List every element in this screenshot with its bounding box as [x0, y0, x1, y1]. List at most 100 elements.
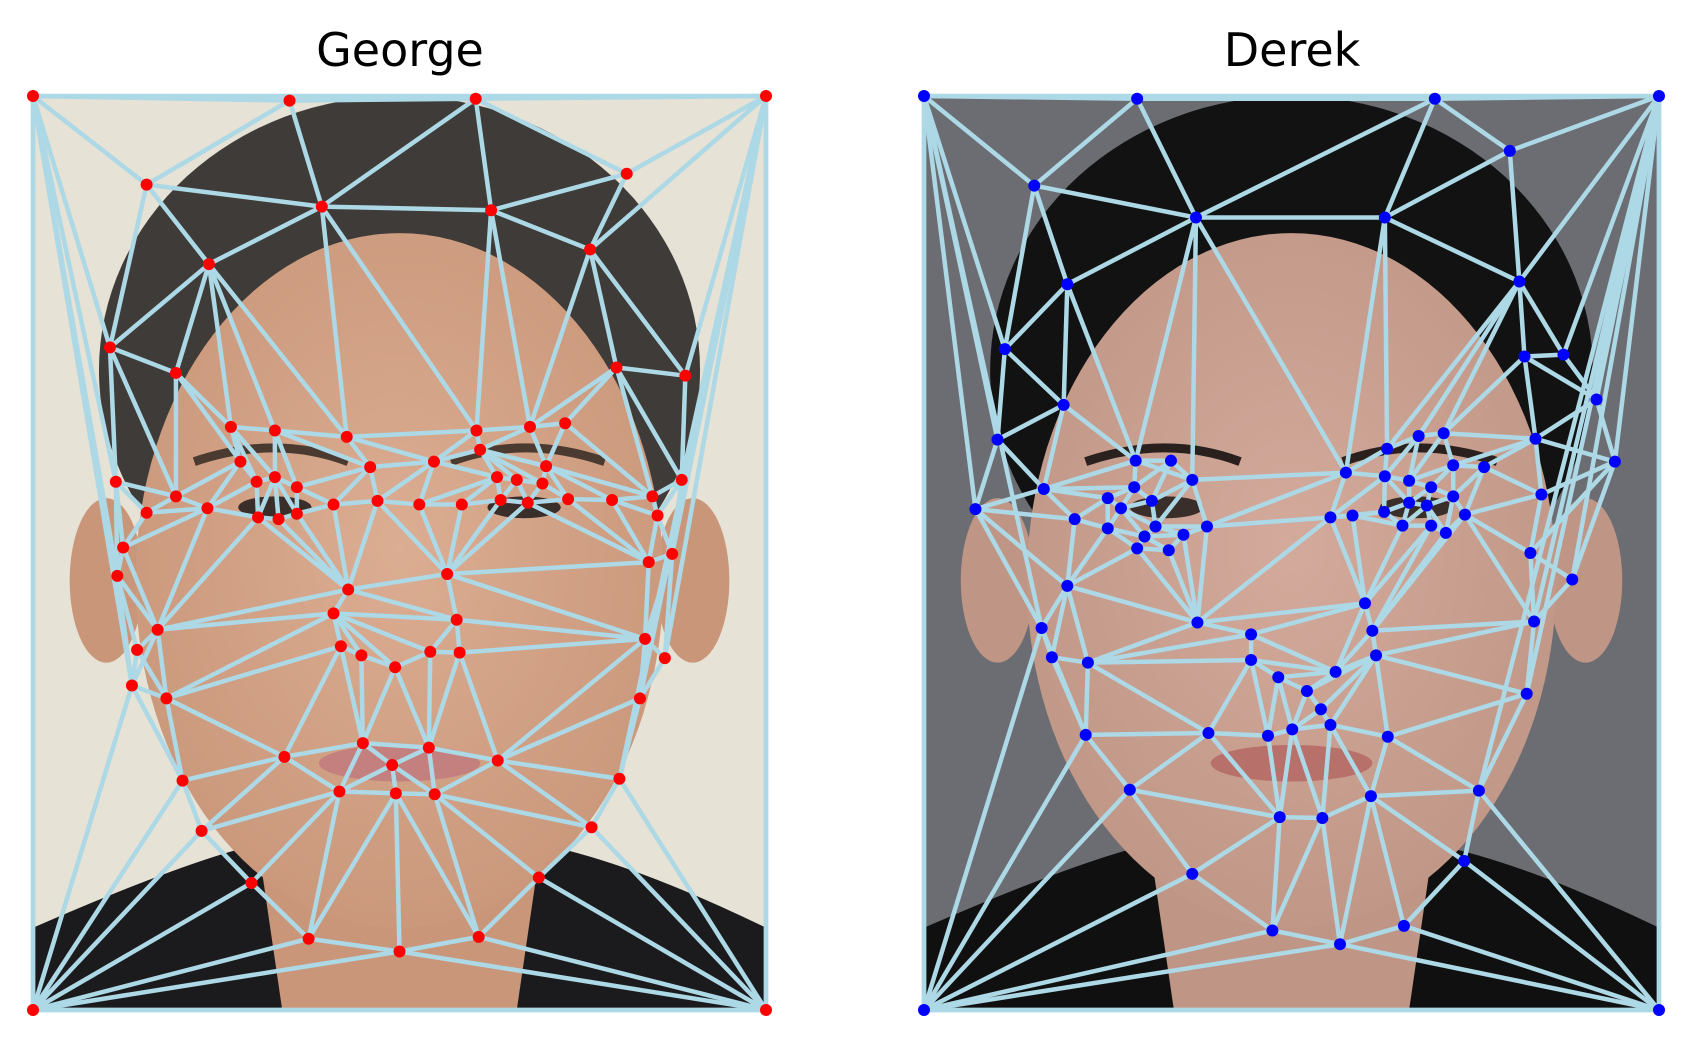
landmark-point: [27, 1004, 39, 1016]
mesh-edge: [921, 625, 1044, 1013]
mesh-edge: [1441, 354, 1527, 436]
mesh-edge: [1032, 183, 1199, 220]
mesh-edge: [1085, 632, 1254, 665]
mesh-edge: [206, 261, 278, 433]
mesh-edge: [392, 649, 433, 670]
mesh-edge: [206, 204, 325, 267]
mesh-edge: [344, 434, 373, 470]
landmark-point: [1245, 653, 1258, 666]
mesh-edge: [1382, 215, 1522, 284]
mesh-edge: [294, 511, 351, 592]
mesh-edge: [1248, 601, 1368, 637]
mesh-edge: [1328, 653, 1379, 728]
landmark-point: [675, 473, 688, 486]
mesh-edge: [477, 424, 533, 452]
landmark-point: [1437, 427, 1450, 440]
mesh-edge: [1072, 495, 1110, 522]
landmark-point: [290, 481, 303, 494]
landmark-point: [386, 759, 399, 772]
landmark-point: [202, 258, 215, 271]
mesh-edge: [1085, 660, 1211, 736]
landmark-point: [1202, 727, 1215, 740]
mesh-edge: [1195, 515, 1333, 625]
mesh-edge: [344, 434, 437, 464]
mesh-edge: [1570, 459, 1618, 582]
landmark-point: [1447, 459, 1460, 472]
landmark-point: [1364, 790, 1377, 803]
landmark-point: [510, 473, 523, 486]
mesh-edge: [444, 559, 651, 577]
landmark-point: [1381, 442, 1394, 455]
mesh-edge: [1362, 523, 1405, 606]
mesh-edge: [1384, 279, 1522, 452]
landmark-point: [1324, 718, 1337, 731]
mesh-edge: [495, 636, 648, 763]
mesh-edge: [180, 778, 204, 834]
landmark-point: [1503, 144, 1516, 157]
mesh-edge: [1539, 459, 1618, 497]
landmark-point: [140, 506, 153, 519]
mesh-edge: [1561, 93, 1662, 357]
landmark-point: [109, 475, 122, 488]
mesh-edge: [113, 479, 149, 516]
mesh-edge: [1522, 354, 1538, 441]
mesh-edge: [30, 93, 119, 484]
landmark-point: [169, 366, 182, 379]
mesh-edge: [1142, 532, 1186, 539]
mesh-edge: [319, 204, 494, 213]
mesh-edge: [1368, 788, 1482, 799]
landmark-point: [245, 876, 258, 889]
landmark-point: [494, 493, 507, 506]
mesh-edge: [1368, 734, 1391, 799]
mesh-edge: [397, 949, 769, 1013]
mesh-edge: [319, 204, 349, 440]
mesh-edge: [426, 745, 500, 763]
mesh-edge: [609, 497, 660, 518]
mesh-edge: [1406, 463, 1456, 484]
mesh-edge: [1206, 657, 1254, 736]
face-shape: [1026, 233, 1557, 928]
mesh-edge: [624, 93, 769, 176]
mesh-edge: [973, 506, 1077, 522]
mesh-edge: [1612, 93, 1662, 464]
mesh-edge: [525, 500, 651, 565]
mesh-edge: [1041, 402, 1066, 492]
landmark-point: [1101, 522, 1114, 535]
mesh-edge: [617, 696, 643, 782]
landmark-point: [559, 417, 572, 430]
mesh-edge: [1328, 473, 1388, 520]
landmark-point: [111, 569, 124, 582]
mesh-edge: [428, 617, 459, 654]
landmark-point: [1164, 454, 1177, 467]
landmark-point: [356, 737, 369, 750]
mesh-edge: [417, 474, 500, 507]
mesh-edge: [1370, 619, 1537, 633]
landmark-point: [642, 556, 655, 569]
mesh-edge: [1450, 436, 1538, 468]
mesh-edge: [120, 505, 210, 550]
mesh-edge: [1065, 583, 1200, 625]
landmark-point: [1101, 492, 1114, 505]
mesh-edge: [205, 505, 261, 520]
landmark-point: [1316, 812, 1329, 825]
mesh-edge: [1382, 433, 1421, 479]
landmark-point: [151, 623, 164, 636]
mesh-edge: [1507, 93, 1662, 154]
mesh-edge: [1065, 516, 1077, 589]
mesh-edge: [164, 696, 185, 783]
mesh-edge: [1270, 814, 1282, 933]
mesh-edge: [30, 93, 149, 187]
landmark-point: [441, 568, 454, 581]
mesh-edge: [1127, 730, 1211, 792]
mesh-edge: [331, 498, 380, 507]
triangulation-edges-george: [30, 93, 769, 1013]
mesh-edge: [459, 474, 500, 507]
mesh-edge: [1333, 628, 1375, 675]
mesh-edge: [683, 93, 769, 378]
mesh-edge: [679, 373, 688, 483]
landmark-point: [1286, 723, 1299, 736]
landmark-point: [268, 471, 281, 484]
mesh-edge: [973, 506, 1044, 631]
mesh-edge: [249, 789, 342, 886]
mesh-edge: [1166, 548, 1200, 625]
